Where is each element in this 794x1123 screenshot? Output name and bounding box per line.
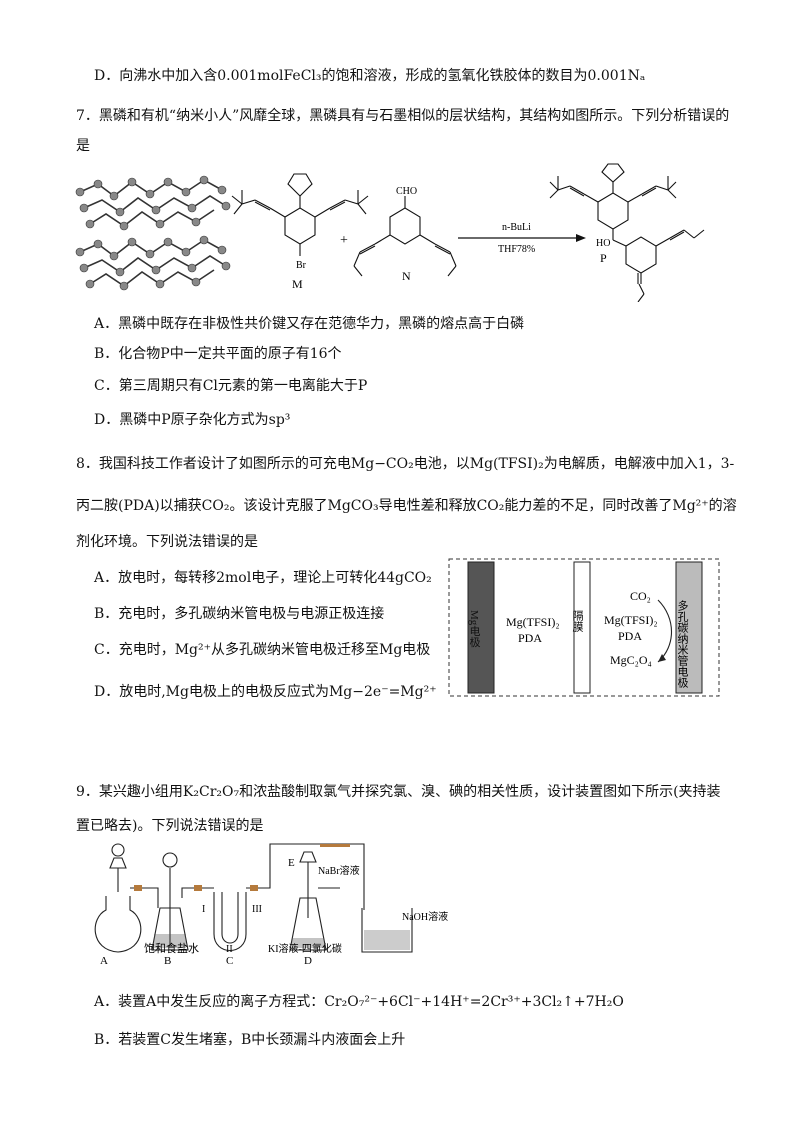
plus-sign: + bbox=[340, 233, 348, 248]
q7-stem-line2: 是 bbox=[76, 138, 90, 154]
m-br-label: Br bbox=[296, 260, 307, 271]
q9-stem-line2: 置已略去)。下列说法错误的是 bbox=[76, 818, 264, 834]
tube-connectors bbox=[134, 844, 350, 891]
label-roman-2: II bbox=[226, 944, 233, 955]
q9-option-a: A．装置A中发生反应的离子方程式：Cr₂O₇²⁻+6Cl⁻+14H⁺=2Cr³⁺… bbox=[94, 994, 624, 1010]
q9-option-b: B．若装置C发生堵塞，B中长颈漏斗内液面会上升 bbox=[94, 1032, 406, 1048]
molecule-n bbox=[353, 196, 457, 277]
co2-label: CO₂ bbox=[630, 589, 651, 603]
n-label: N bbox=[402, 269, 411, 283]
membrane bbox=[573, 561, 591, 694]
q8-stem-line1: 8．我国科技工作者设计了如图所示的可充电Mg−CO₂电池，以Mg(TFSI)₂为… bbox=[76, 456, 735, 472]
flask-a bbox=[94, 896, 142, 953]
n-cho-label: CHO bbox=[396, 186, 417, 197]
mg-electrode-label: Mg电极 bbox=[468, 610, 481, 648]
q8-stem-line3: 剂化环境。下列说法错误的是 bbox=[76, 534, 258, 550]
u-tube-c bbox=[213, 892, 247, 951]
q7-stem-line1: 7．黑磷和有机“纳米小人”风靡全球，黑磷具有与石墨相似的层状结构，其结构如图所示… bbox=[76, 108, 730, 124]
q8-stem-line2: 丙二胺(PDA)以捕获CO₂。该设计克服了MgCO₃导电性差和释放CO₂能力差的… bbox=[76, 498, 737, 514]
q7-option-a: A．黑磷中既存在非极性共价键又存在范德华力，黑磷的熔点高于白磷 bbox=[94, 316, 525, 332]
cnt-electrode-label: 多孔碳纳米管电极 bbox=[676, 599, 689, 689]
right-electrolyte-2: PDA bbox=[618, 629, 642, 643]
label-d: D bbox=[304, 955, 312, 967]
label-brine: 饱和食盐水 bbox=[144, 941, 199, 955]
q8-battery-figure: Mg电极 Mg(TFSI)₂ PDA 隔膜 CO₂ Mg(TFSI)₂ PDA … bbox=[448, 558, 720, 697]
label-roman-3: III bbox=[252, 904, 262, 915]
label-a: A bbox=[100, 955, 108, 967]
funnel-e bbox=[299, 851, 317, 863]
phosphorus-atoms bbox=[75, 175, 231, 291]
cnt-electrode bbox=[675, 561, 703, 694]
label-b: B bbox=[164, 955, 171, 967]
membrane-label: 隔膜 bbox=[571, 610, 584, 633]
q8-option-d: D．放电时,Mg电极上的电极反应式为Mg−2e⁻=Mg²⁺ bbox=[94, 684, 437, 700]
q7-figure: Br M + CHO N n-BuLi THF78% HO P bbox=[75, 163, 705, 302]
label-roman-1: I bbox=[202, 904, 205, 915]
m-label: M bbox=[292, 277, 303, 291]
label-naoh: NaOH溶液 bbox=[402, 910, 448, 923]
beaker bbox=[361, 908, 413, 953]
q7-option-c: C．第三周期只有Cl元素的第一电离能大于P bbox=[94, 378, 368, 394]
label-e: E bbox=[288, 857, 295, 869]
reagent-bottom: THF78% bbox=[498, 244, 535, 255]
q8-option-b: B．充电时，多孔碳纳米管电极与电源正极连接 bbox=[94, 606, 385, 622]
label-nabr: NaBr溶液 bbox=[318, 864, 360, 877]
molecule-p bbox=[549, 163, 705, 302]
left-electrolyte-1: Mg(TFSI)₂ bbox=[506, 615, 560, 629]
liquid-fills bbox=[154, 930, 410, 950]
mg-electrode bbox=[467, 561, 495, 694]
svg-text:Mg电极: Mg电极 bbox=[468, 610, 481, 648]
reaction-curve-arrow bbox=[657, 599, 672, 663]
flask-d bbox=[289, 897, 327, 951]
flask-b bbox=[151, 907, 189, 951]
p-ho-label: HO bbox=[596, 238, 610, 249]
q7-option-d: D．黑磷中P原子杂化方式为sp³ bbox=[94, 412, 291, 428]
q6-option-d: D．向沸水中加入含0.001molFeCl₃的饱和溶液，形成的氢氧化铁胶体的数目… bbox=[94, 68, 646, 84]
product-label: MgC₂O₄ bbox=[610, 653, 652, 667]
label-ki: KI溶液-四氯化碳 bbox=[268, 942, 342, 955]
reagent-top: n-BuLi bbox=[502, 222, 531, 233]
label-c: C bbox=[226, 955, 233, 967]
p-label: P bbox=[600, 251, 607, 265]
left-electrolyte-2: PDA bbox=[518, 631, 542, 645]
q8-option-c: C．充电时，Mg²⁺从多孔碳纳米管电极迁移至Mg电极 bbox=[94, 642, 431, 658]
q9-stem-line1: 9．某兴趣小组用K₂Cr₂O₇和浓盐酸制取氯气并探究氯、溴、碘的相关性质，设计装… bbox=[76, 784, 721, 800]
molecule-m bbox=[231, 173, 369, 256]
q8-option-a: A．放电时，每转移2mol电子，理论上可转化44gCO₂ bbox=[94, 570, 432, 586]
right-electrolyte-1: Mg(TFSI)₂ bbox=[604, 613, 658, 627]
q7-option-b: B．化合物P中一定共平面的原子有16个 bbox=[94, 346, 342, 362]
q9-apparatus-figure: A B C D E I II III 饱和食盐水 NaBr溶液 NaOH溶液 K… bbox=[94, 843, 448, 967]
